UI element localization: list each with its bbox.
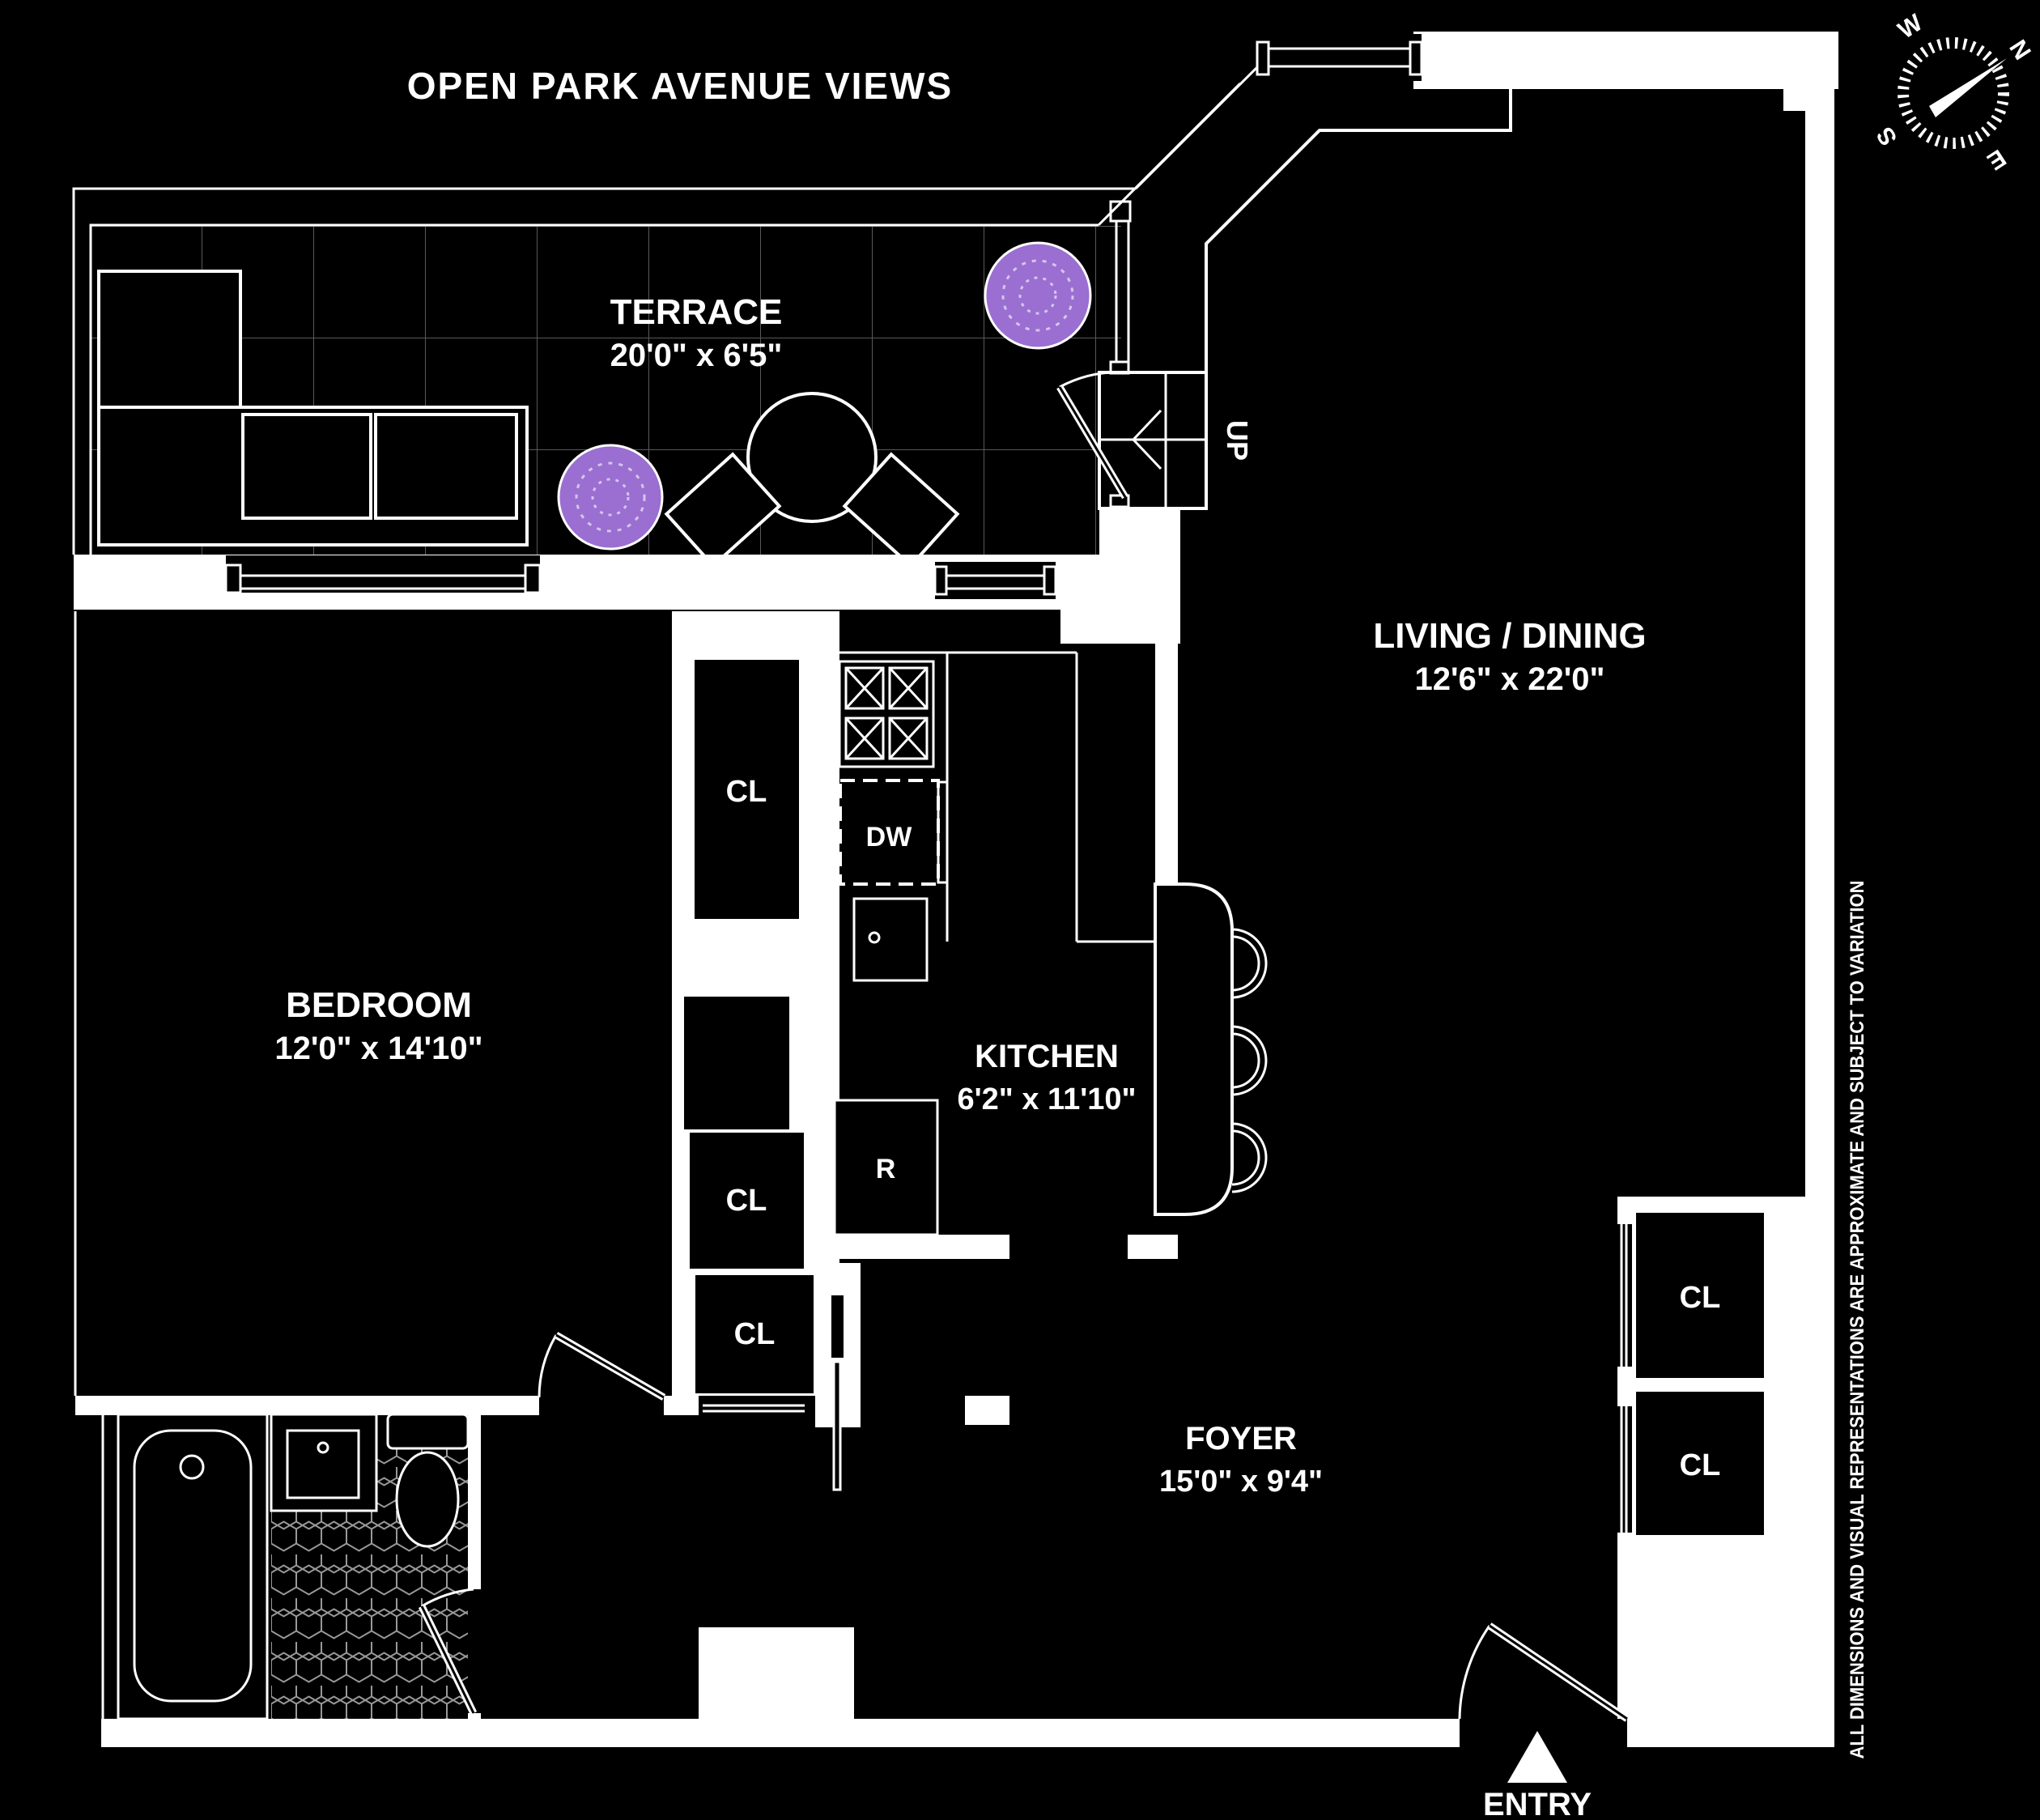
entry-arrow-icon xyxy=(1507,1731,1567,1783)
compass-south: S xyxy=(1872,122,1903,151)
compass-icon: N W S E xyxy=(1872,9,2036,175)
kitchen-fixtures xyxy=(833,651,1268,1236)
living-label: LIVING / DINING xyxy=(1373,616,1646,656)
dishwasher-label: DW xyxy=(866,822,913,853)
foyer-label: FOYER xyxy=(1185,1421,1297,1456)
bathroom xyxy=(117,1413,481,1720)
terrace-door xyxy=(1056,360,1130,508)
kitchen-sink-icon xyxy=(852,897,929,982)
terrace-chair-icon xyxy=(664,452,782,568)
bathroom-sink-icon xyxy=(270,1413,378,1512)
terrace xyxy=(72,45,1279,568)
closet-hall-2 xyxy=(690,1133,804,1269)
compass-east: E xyxy=(1983,144,2011,176)
bedroom-door xyxy=(538,1332,666,1401)
living-interior-wall xyxy=(1205,89,1512,372)
terrace-parapet-inner xyxy=(89,223,1099,555)
compass-needle xyxy=(1929,58,2007,117)
closets xyxy=(684,660,1764,1535)
living-top-wall xyxy=(1413,32,1838,89)
kitchen-peninsula xyxy=(1154,882,1234,1216)
living-dims: 12'6" x 22'0" xyxy=(1415,661,1605,697)
closet-foyer-1 xyxy=(1636,1213,1764,1378)
closet-label: CL xyxy=(734,1317,776,1351)
disclaimer-text: ALL DIMENSIONS AND VISUAL REPRESENTATION… xyxy=(1847,881,1868,1759)
terrace-table-icon xyxy=(746,392,878,523)
closet-label: CL xyxy=(726,775,767,809)
closet-foyer-2 xyxy=(1636,1392,1764,1535)
bathroom-tile-floor xyxy=(271,1511,474,1719)
closet-door-track xyxy=(1620,1224,1628,1533)
terrace-dims: 20'0" x 6'5" xyxy=(610,338,783,373)
bathtub-icon xyxy=(117,1413,269,1720)
kitchen-counter-edge xyxy=(839,651,1155,943)
page-title: OPEN PARK AVENUE VIEWS xyxy=(407,65,953,107)
toilet-icon xyxy=(386,1413,470,1548)
windows xyxy=(224,34,1423,599)
refrigerator-label: R xyxy=(876,1154,896,1184)
terrace-parapet-outer xyxy=(72,187,1136,555)
utility-niche xyxy=(684,997,789,1129)
closet-label: CL xyxy=(726,1184,767,1218)
bathroom-door xyxy=(418,1588,478,1715)
right-exterior-wall xyxy=(1805,73,1834,1747)
compass-north: N xyxy=(2004,36,2035,65)
entry-door xyxy=(1458,1622,1630,1722)
closet-label: CL xyxy=(1680,1281,1721,1315)
stool-icon xyxy=(1231,928,1268,1193)
stove-icon xyxy=(838,660,935,768)
plant-icon xyxy=(557,444,664,551)
sofa-icon xyxy=(97,270,529,546)
stairs-up-label: UP xyxy=(1221,420,1254,461)
glazing-vertical xyxy=(1115,220,1130,362)
glazing-joint xyxy=(1109,200,1132,223)
stair-up xyxy=(1098,371,1208,510)
closet-label: CL xyxy=(1680,1448,1721,1482)
refrigerator-icon xyxy=(833,1099,939,1236)
kitchen-label: KITCHEN xyxy=(975,1039,1119,1074)
closet-sliding-door xyxy=(703,1404,805,1413)
kitchen-dims: 6'2" x 11'10" xyxy=(957,1082,1136,1116)
entry-label: ENTRY xyxy=(1483,1787,1592,1820)
plant-icon xyxy=(984,241,1092,350)
terrace-label: TERRACE xyxy=(610,292,783,332)
closet-hall-3 xyxy=(695,1275,814,1393)
foyer-dims: 15'0" x 9'4" xyxy=(1159,1465,1323,1499)
terrace-chair-icon xyxy=(842,452,960,568)
compass-west: W xyxy=(1893,9,1927,44)
bedroom-label: BEDROOM xyxy=(286,985,472,1025)
stair-direction-arrow-icon xyxy=(1131,409,1205,470)
closet-hall-1 xyxy=(695,660,799,919)
pocket-door xyxy=(832,1360,842,1491)
bedroom-dims: 12'0" x 14'10" xyxy=(274,1031,482,1066)
